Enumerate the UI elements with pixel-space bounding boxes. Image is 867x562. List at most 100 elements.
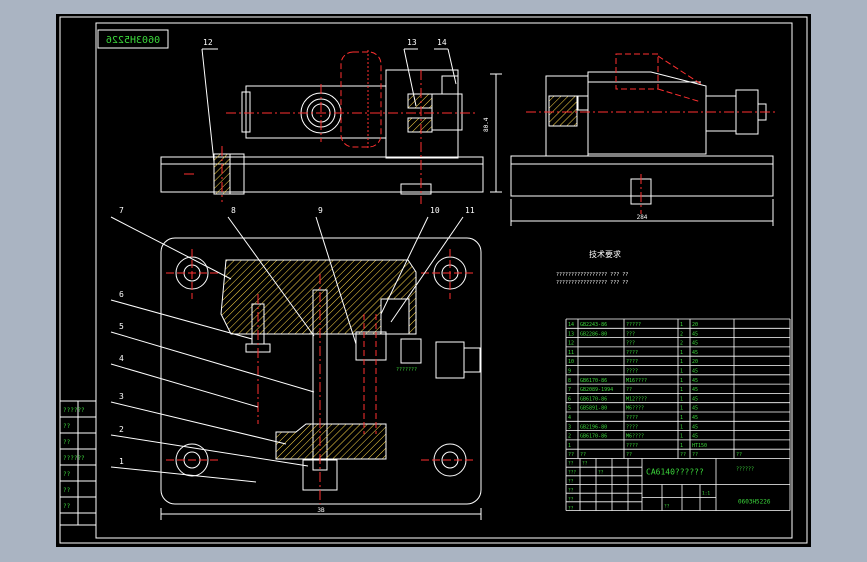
svg-text:??????: ??????: [63, 455, 85, 462]
title-sub-label: 1:1: [702, 491, 710, 497]
parts-row-cell: 13: [568, 331, 574, 337]
parts-header-cell: ??: [580, 452, 586, 458]
sheet-inner-border: [95, 22, 793, 539]
svg-text:??: ??: [63, 423, 71, 430]
parts-row-cell: 1: [680, 369, 683, 375]
parts-row-cell: 9: [568, 369, 571, 375]
parts-row-cell: 1: [680, 378, 683, 384]
parts-row-cell: 1: [680, 424, 683, 430]
technical-requirements: 技术要求 ????????????????? ??? ?? ??????????…: [556, 249, 628, 286]
parts-row-cell: 45: [692, 415, 698, 421]
parts-row-cell: HT150: [692, 443, 707, 449]
svg-text:13: 13: [407, 38, 417, 47]
parts-row-cell: ????: [626, 424, 638, 430]
parts-row-cell: ?????: [626, 322, 641, 328]
plan-view: ??????? 3B: [160, 237, 482, 520]
title-sub-label: ??: [568, 479, 574, 485]
title-sub-label: ??: [598, 470, 604, 476]
parts-row-cell: ???: [626, 331, 635, 337]
parts-row-cell: GB6170-86: [580, 378, 607, 384]
parts-row-cell: 1: [680, 406, 683, 412]
parts-row-cell: 12: [568, 341, 574, 347]
parts-row-cell: 2: [568, 434, 571, 440]
parts-header-cell: ??: [692, 452, 698, 458]
parts-row-cell: 1: [680, 322, 683, 328]
parts-row-cell: 1: [680, 443, 683, 449]
parts-row-cell: 45: [692, 378, 698, 384]
svg-text:7: 7: [119, 206, 124, 215]
parts-row-cell: 45: [692, 350, 698, 356]
title-sub-label: ??: [568, 461, 574, 467]
svg-text:????????????????? ??? ??: ????????????????? ??? ??: [556, 280, 628, 286]
parts-row-cell: GB2196-80: [580, 424, 607, 430]
svg-text:5: 5: [119, 322, 124, 331]
parts-row-cell: M16????: [626, 378, 647, 384]
parts-row-cell: 45: [692, 396, 698, 402]
dim-plan-width: 3B: [317, 507, 325, 514]
svg-text:??: ??: [63, 471, 71, 478]
svg-text:8: 8: [231, 206, 236, 215]
parts-row-cell: GB2286-80: [580, 331, 607, 337]
parts-row-cell: 7: [568, 387, 571, 393]
parts-row-cell: GB2089-1994: [580, 387, 613, 393]
dim-side-width: 284: [637, 214, 648, 221]
parts-row-cell: 45: [692, 387, 698, 393]
unit-cell: ??????: [736, 467, 754, 473]
cad-canvas: 0603H5226 ?????? ?? ?? ?????? ?? ?? ??: [56, 14, 811, 547]
parts-row-cell: ???: [626, 341, 635, 347]
parts-row-cell: 45: [692, 406, 698, 412]
parts-row-cell: 10: [568, 359, 574, 365]
title-sub-label: ??: [568, 497, 574, 503]
title-sub-label: ??: [664, 504, 670, 510]
svg-text:11: 11: [465, 206, 475, 215]
parts-row-cell: ??: [626, 387, 632, 393]
parts-row-cell: 45: [692, 331, 698, 337]
parts-row-cell: 8: [568, 378, 571, 384]
parts-row-cell: ????: [626, 350, 638, 356]
sheet-outer-border: [59, 16, 808, 544]
parts-row-cell: GB6170-86: [580, 396, 607, 402]
callouts-top: 12 13 14: [201, 38, 457, 163]
svg-text:??: ??: [63, 503, 71, 510]
parts-header-cell: ??: [568, 452, 574, 458]
parts-row-cell: ????: [626, 443, 638, 449]
svg-text:??: ??: [63, 439, 71, 446]
parts-row-cell: 1: [680, 359, 683, 365]
svg-text:4: 4: [119, 354, 124, 363]
stamp-box: [97, 29, 169, 49]
title-sub-label: ??: [568, 506, 574, 512]
parts-row-cell: 45: [692, 434, 698, 440]
drawing-number-cell: 0603H5226: [738, 499, 771, 506]
inline-label: ???????: [396, 367, 417, 373]
drawing-svg: 0603H5226 ?????? ?? ?? ?????? ?? ?? ??: [59, 16, 808, 544]
title-cell: CA6140??????: [646, 468, 704, 477]
svg-text:14: 14: [437, 38, 447, 47]
left-signature-strip: ?????? ?? ?? ?????? ?? ?? ??: [59, 400, 97, 526]
parts-row-cell: 20: [692, 359, 698, 365]
svg-text:??: ??: [63, 487, 71, 494]
svg-text:10: 10: [430, 206, 440, 215]
parts-row-cell: GB5891-80: [580, 406, 607, 412]
svg-text:技术要求: 技术要求: [589, 249, 621, 259]
parts-row-cell: ????: [626, 369, 638, 375]
parts-row-cell: M6????: [626, 406, 644, 412]
parts-row-cell: M12????: [626, 396, 647, 402]
parts-row-cell: 2: [680, 331, 683, 337]
parts-row-cell: GB2243-86: [580, 322, 607, 328]
side-view: 284: [510, 53, 776, 226]
svg-text:3: 3: [119, 392, 124, 401]
parts-row-cell: 45: [692, 424, 698, 430]
parts-row-cell: 4: [568, 415, 571, 421]
title-sub-label: ??: [568, 488, 574, 494]
callouts-plan: 7 8 9 10 11 6 5 4 3 2 1: [110, 206, 475, 483]
svg-text:9: 9: [318, 206, 323, 215]
parts-row-cell: 45: [692, 341, 698, 347]
parts-row-cell: 1: [680, 396, 683, 402]
parts-header-cell: ??: [626, 452, 632, 458]
parts-row-cell: 2: [680, 341, 683, 347]
parts-row-cell: 3: [568, 424, 571, 430]
parts-row-cell: M6????: [626, 434, 644, 440]
parts-row-cell: 11: [568, 350, 574, 356]
